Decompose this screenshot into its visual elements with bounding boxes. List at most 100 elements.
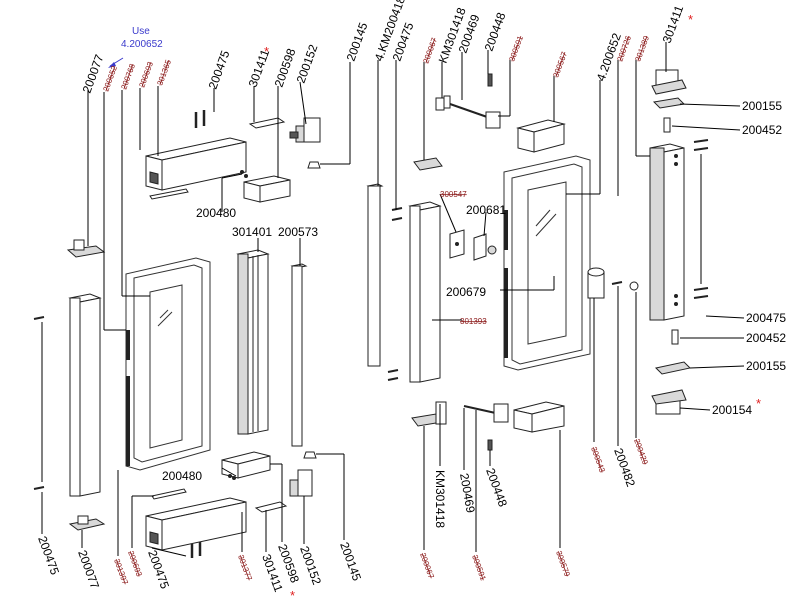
pin-200452-top	[663, 117, 671, 133]
top-rail-left	[145, 137, 247, 191]
screw-icon	[693, 295, 709, 299]
label-200420: 200420	[632, 438, 650, 467]
spacer-km301418	[435, 401, 447, 425]
label-200475-bottom: 200475	[145, 548, 172, 591]
label-200448-bottom: 200448	[483, 466, 510, 509]
bolt-icon	[240, 170, 244, 174]
pivot-bracket-top-right	[651, 69, 687, 95]
screw-icon	[33, 316, 45, 320]
label-200152-top: 200152	[294, 42, 321, 85]
note-use: Use	[132, 26, 150, 37]
label-200573: 200573	[278, 225, 318, 239]
pivot-box-bottom	[513, 401, 565, 433]
pivot-box-top	[516, 119, 566, 153]
screw-icon	[693, 287, 709, 291]
leader-lines	[41, 42, 745, 557]
pin-200482	[611, 281, 623, 285]
screw-icon	[391, 217, 403, 221]
label-200145-bottom: 200145	[337, 540, 364, 583]
label-300543: 300543	[589, 446, 607, 475]
label-200452-bottom: 200452	[746, 331, 786, 345]
washer-200420	[629, 281, 639, 291]
label-301411-right: 301411	[660, 3, 687, 45]
square-tube-bottom	[221, 451, 271, 479]
label-301377: 301377	[236, 554, 254, 583]
label-301365: 301365	[155, 58, 173, 87]
label-300591-top: 300591	[507, 34, 525, 63]
screw-icon	[387, 377, 399, 381]
label-200475-top: 200475	[206, 48, 233, 91]
star-301411-bottom: *	[290, 588, 295, 600]
label-200652: 200652	[101, 64, 119, 93]
door-panel-left	[125, 257, 211, 471]
cap-bottom	[303, 451, 317, 459]
label-km301418-bottom: KM301418	[433, 470, 447, 528]
screw-icon	[391, 207, 403, 211]
clamp-bottom	[289, 469, 313, 497]
plate-200155-bottom	[654, 361, 692, 375]
label-200681: 200681	[466, 203, 506, 217]
label-200155-bottom: 200155	[746, 359, 786, 373]
label-301393: 301393	[460, 317, 487, 326]
hinge-arm-bottom	[463, 403, 509, 451]
hinge-arm-top	[435, 73, 501, 129]
cap-top	[307, 161, 321, 169]
label-200482: 200482	[611, 446, 638, 489]
label-200480-top: 200480	[196, 206, 236, 220]
screw-icon	[33, 486, 45, 490]
post-200573	[290, 263, 308, 447]
label-200475-bottom-left: 200475	[35, 534, 62, 577]
label-200679: 200679	[446, 285, 486, 299]
label-200152-bottom: 200152	[297, 544, 324, 587]
label-200155-top: 200155	[742, 99, 782, 113]
label-200145-top: 200145	[344, 20, 371, 63]
label-200448-top: 200448	[482, 10, 509, 53]
bottom-rail-left	[145, 497, 247, 551]
clip-200681	[473, 233, 487, 261]
bottom-pivot-plate-left	[68, 515, 106, 531]
profile-301389	[649, 143, 685, 321]
label-200598-top: 200598	[272, 46, 299, 89]
screw-icon	[387, 369, 399, 373]
label-301397: 301397	[112, 558, 130, 587]
star-200154: *	[756, 396, 761, 411]
gasket-strip-bottom	[151, 488, 187, 500]
clip-300547	[449, 229, 465, 259]
screw-icon	[693, 139, 709, 143]
bolt-icon	[244, 174, 248, 178]
bolt-icon	[232, 476, 236, 480]
label-200480-bottom: 200480	[162, 469, 202, 483]
gasket-strip	[149, 188, 189, 200]
washer-200681	[487, 245, 497, 255]
label-301389: 301389	[633, 34, 651, 63]
profile-301401	[236, 249, 270, 435]
cover-plate-top	[413, 157, 443, 171]
label-200452-top: 200452	[742, 123, 782, 137]
label-200154: 200154	[712, 403, 752, 417]
label-300591-bottom: 300591	[470, 554, 488, 583]
cylinder-300543	[587, 267, 605, 299]
label-200693-top: 200693	[137, 60, 155, 89]
label-200768: 200768	[119, 62, 137, 91]
pivot-pin-bottom	[254, 501, 288, 513]
note-part: 4.200652	[121, 39, 163, 50]
pivot-bracket-bottom-right	[651, 389, 687, 415]
pivot-pin-top	[248, 117, 286, 129]
label-300579: 300579	[554, 550, 572, 579]
top-pivot-plate-left	[66, 239, 106, 258]
screw-icon	[693, 147, 709, 151]
profile-301393	[408, 201, 442, 383]
star-301411-right: *	[688, 12, 693, 27]
label-200693-bottom: 200693	[126, 550, 144, 579]
label-300547: 300547	[440, 190, 467, 199]
clamp-top	[289, 117, 321, 143]
label-301401: 301401	[232, 225, 272, 239]
label-200067-bottom: 200067	[418, 552, 436, 581]
narrow-post	[366, 183, 384, 367]
label-300567: 300567	[551, 50, 569, 79]
door-panel-center	[503, 155, 591, 371]
bolt-icon	[228, 474, 232, 478]
label-200469-bottom: 200469	[457, 472, 478, 514]
note-arrow-head	[108, 62, 116, 68]
